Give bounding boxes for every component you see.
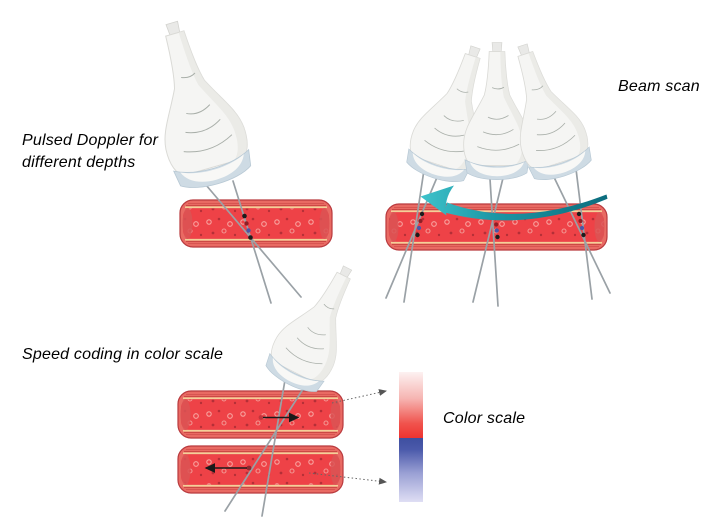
color-scale-bar (399, 372, 423, 502)
flow-arrow-left (204, 463, 252, 473)
sample-gates-pulsed-doppler (242, 213, 253, 240)
vessel-color-upper (177, 390, 344, 439)
sample-gates-scan-left (415, 211, 425, 238)
ultrasound-probe-color-doppler (259, 253, 377, 399)
vessel-color-lower (177, 445, 344, 494)
leader-arrow-lower (308, 472, 387, 485)
vessel-pulsed-doppler (179, 199, 333, 248)
color-scale-blue (399, 438, 423, 502)
beam-lines-scan-left (385, 167, 442, 303)
flow-arrow-right (258, 412, 300, 423)
scan-sweep-arrow (420, 185, 608, 221)
sample-gates-scan-right (576, 211, 586, 238)
beam-scan-label: Beam scan (618, 78, 700, 95)
vessel-beam-scan (385, 203, 608, 251)
beam-lines-color-doppler (224, 379, 306, 517)
pulsed-doppler-label: Pulsed Doppler for different depths (22, 132, 159, 171)
speed-coding-label: Speed coding in color scale (22, 346, 224, 363)
beam-lines-scan-center (472, 177, 504, 307)
color-scale-label: Color scale (443, 410, 526, 427)
beam-lines-pulsed-doppler (205, 180, 302, 304)
leader-arrow-upper (331, 389, 387, 404)
color-scale-red (399, 372, 423, 438)
